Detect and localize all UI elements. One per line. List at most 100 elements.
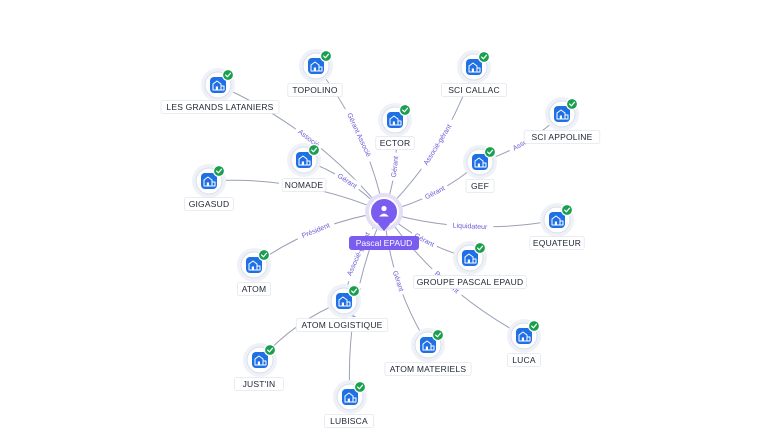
node-equateur[interactable]: EQUATEUR [529,203,585,250]
node-label: EQUATEUR [533,238,581,248]
edge-label-group: Liquidateur [446,219,494,232]
node-atom-materiels[interactable]: ATOM MATERIELS [384,328,472,376]
edge-label-group: Gérant [420,182,449,202]
node-label: GEF [471,181,489,191]
company-icon [556,109,569,120]
node-label-box [234,377,284,391]
edge-label-bg [388,152,400,181]
company-icon [474,157,487,168]
node-label-box [523,130,601,144]
node-icon-bg [466,59,482,75]
center-node-circle[interactable] [369,197,399,227]
node-icon-bg [387,112,403,128]
node-label: ECTOR [380,138,411,148]
node-icon-bg [462,250,478,266]
node-label-box [236,282,271,296]
node-icon-bg [516,328,532,344]
node-label: ATOM [242,284,267,294]
node-icon-bg [308,58,324,74]
person-icon [379,205,389,217]
node-label-box [324,414,374,428]
node-lubisca[interactable]: LUBISCA [324,380,374,428]
verified-check-icon [431,328,445,342]
company-icon [422,340,435,351]
node-label-box [160,100,280,114]
node-label: GIGASUD [189,199,230,209]
node-ector[interactable]: ECTOR [375,103,415,150]
node-label: ATOM LOGISTIQUE [301,320,382,330]
node-icon-bg [296,152,312,168]
node-label: NOMADE [285,180,324,190]
node-label: LUBISCA [330,416,368,426]
edge-label-bg [294,125,324,151]
node-label-box [384,362,472,376]
node-label-box [441,83,507,97]
node-gigasud[interactable]: GIGASUD [184,164,234,211]
edge-label-group: Gérant [388,152,400,181]
node-luca[interactable]: LUCA [506,319,541,367]
node-les-grands-lataniers[interactable]: LES GRANDS LATANIERS [160,68,280,114]
edge-label-bg [390,266,408,296]
edge-label-bg [446,219,494,231]
company-icon [298,155,311,166]
company-icon [248,260,261,271]
node-atom[interactable]: ATOM [236,248,271,296]
node-icon-bg [549,212,565,228]
node-atom-logistique[interactable]: ATOM LOGISTIQUE [295,284,389,332]
node-label: LUCA [512,355,536,365]
node-label-box [375,136,415,150]
verified-check-icon [257,248,271,262]
node-label: GROUPE PASCAL EPAUD [417,277,524,287]
verified-check-icon [319,49,333,63]
node-label: LES GRANDS LATANIERS [166,102,273,112]
edge-label: Gérant Associé [345,112,371,158]
edge-label: Liquidateur [453,223,489,232]
node-label-box [413,275,527,289]
node-sci-appoline[interactable]: SCI APPOLINE [523,97,601,144]
edge-label-group: Associé-gérant [418,118,456,171]
node-just-in[interactable]: JUST'IN [234,343,284,391]
node-topolino[interactable]: TOPOLINO [287,49,343,97]
verified-check-icon [527,319,541,333]
node-label-box [184,197,234,211]
edge-label-bg [344,107,376,162]
verified-check-icon [307,143,321,157]
node-icon-bg [342,389,358,405]
edge-label-bg [420,182,449,202]
node-sci-callac[interactable]: SCI CALLAC [441,50,507,97]
verified-check-icon [263,343,277,357]
node-icon-bg [252,352,268,368]
edge-label-bg [410,229,439,250]
node-label: ATOM MATERIELS [390,364,467,374]
center-node[interactable]: Pascal EPAUD [349,193,419,250]
edge-label: Gérant [391,270,404,293]
node-label: JUST'IN [243,379,276,389]
node-icon-bg [336,293,352,309]
company-icon [212,80,225,91]
node-icon-bg [554,106,570,122]
edge-label-group: Associé-gérant [342,226,374,282]
center-label-box [349,236,419,250]
verified-check-icon [212,164,226,178]
node-icon-bg [246,257,262,273]
edge-label-group: Gérant [390,266,408,296]
company-icon [344,392,357,403]
company-icon [203,176,216,187]
company-icon [518,331,531,342]
verified-check-icon [483,145,497,159]
verified-check-icon [560,203,574,217]
node-groupe-pascal-epaud[interactable]: GROUPE PASCAL EPAUD [413,241,527,289]
node-gef[interactable]: GEF [463,145,497,193]
node-icon-bg [472,154,488,170]
edge-center-luca [383,211,525,337]
node-label: SCI APPOLINE [532,132,593,142]
edge-label: Gérant [391,156,400,178]
center-pin-tip [378,224,390,231]
company-icon [468,62,481,73]
company-icon [338,296,351,307]
node-label: TOPOLINO [292,85,338,95]
verified-check-icon [353,380,367,394]
verified-check-icon [347,284,361,298]
node-nomade[interactable]: NOMADE [281,143,327,192]
